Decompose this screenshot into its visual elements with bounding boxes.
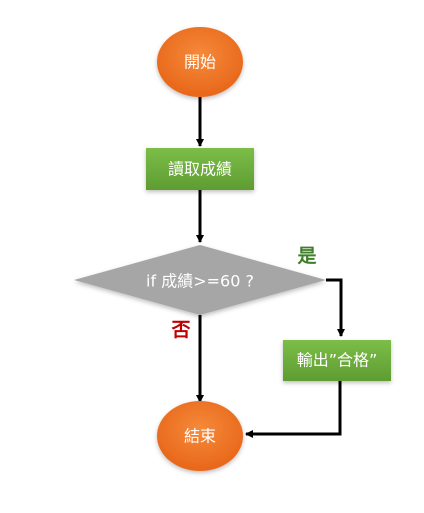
start-node: 開始 [157, 27, 243, 97]
read-label: 讀取成績 [168, 160, 232, 179]
no-branch-label: 否 [170, 319, 190, 341]
start-ellipse [157, 27, 243, 97]
start-label: 開始 [184, 53, 216, 72]
connectors [196, 97, 345, 438]
read-node: 讀取成績 [146, 148, 254, 190]
output-node: 輸出”合格” [283, 340, 391, 381]
decision-diamond [74, 245, 326, 315]
end-label: 結束 [184, 427, 216, 446]
output-rect [283, 340, 391, 381]
decision-label: if 成績>=60 ? [146, 272, 254, 291]
arrow-output-to-end [245, 381, 342, 438]
end-ellipse [157, 401, 243, 471]
yes-branch-label: 是 [297, 245, 316, 267]
read-rect [146, 148, 254, 190]
decision-node: if 成績>=60 ? [74, 245, 326, 315]
output-label: 輸出”合格” [297, 351, 378, 370]
end-node: 結束 [157, 401, 243, 471]
arrow-decision-yes-to-output [326, 278, 345, 337]
